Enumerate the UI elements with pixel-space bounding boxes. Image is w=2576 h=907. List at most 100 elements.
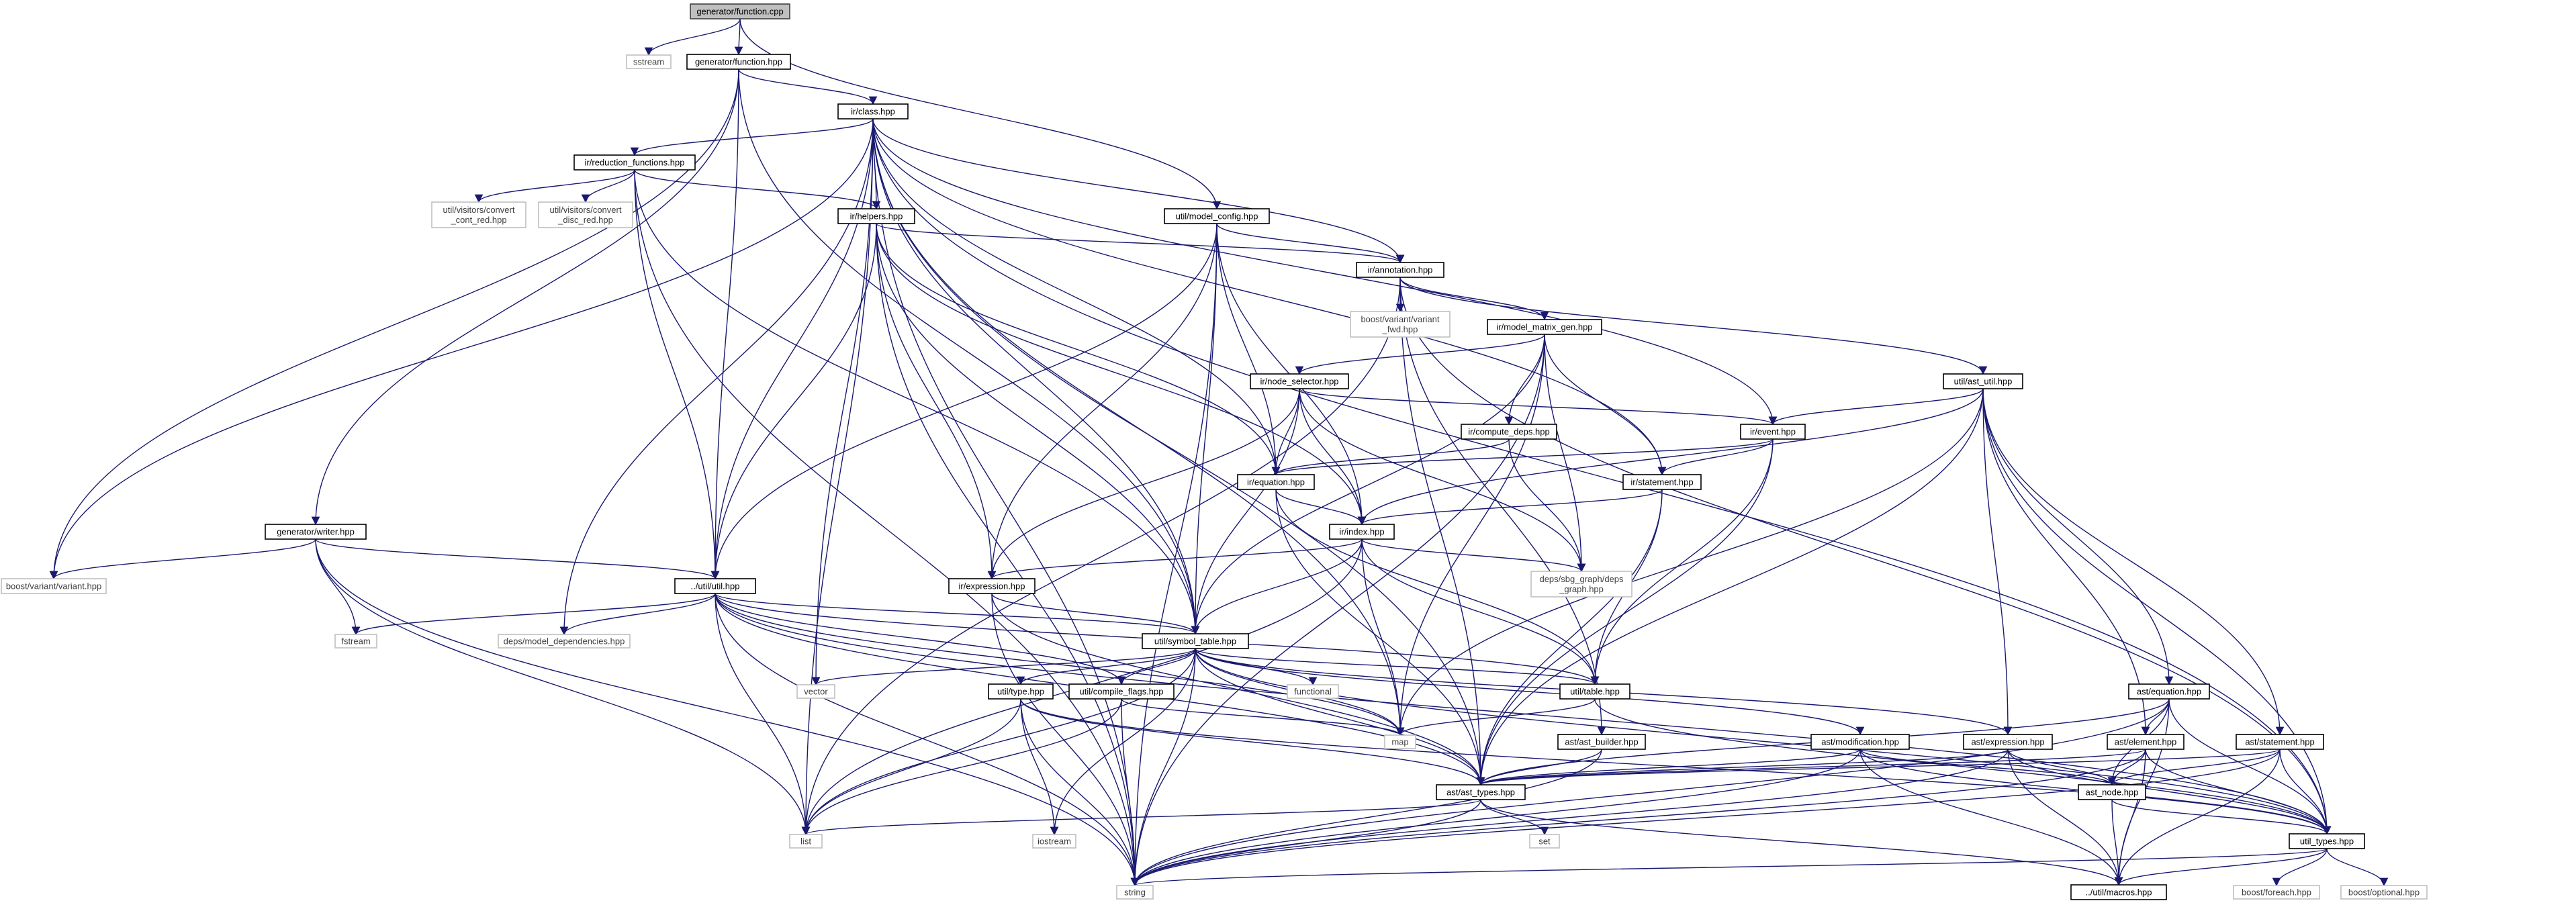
node-box-convdisc [538,201,633,228]
node-box-astelem[interactable] [2107,734,2184,750]
node-equation[interactable]: ir/equation.hpp [1237,474,1315,490]
node-box-modelcfg[interactable] [1164,208,1270,224]
edge-asttypes-to-set [1480,799,1549,836]
node-box-table[interactable] [1559,683,1630,700]
node-asttypes[interactable]: ast/ast_types.hpp [1436,784,1526,800]
edge-index-to-table [1361,538,1600,685]
node-box-event[interactable] [1740,424,1806,440]
node-helpers[interactable]: ir/helpers.hpp [837,208,915,224]
node-compflags[interactable]: util/compile_flags.hpp [1068,683,1175,700]
node-aststmt[interactable]: ast/statement.hpp [2236,734,2324,750]
node-box-astbuilder[interactable] [1557,734,1646,750]
node-box-index[interactable] [1329,524,1395,540]
node-astutil[interactable]: util/ast_util.hpp [1943,373,2023,389]
node-utiltypes[interactable]: util_types.hpp [2289,833,2365,849]
node-gfcpp[interactable]: generator/function.cpp [690,3,790,19]
node-box-irexpr[interactable] [948,578,1036,594]
node-label-asteq: ast/equation.hpp [2137,687,2201,697]
edge-symtab-to-string [1130,648,1196,887]
node-box-asttypes[interactable] [1436,784,1526,800]
edge-type-to-list [801,698,1021,836]
node-class[interactable]: ir/class.hpp [837,103,909,120]
node-utilhpp[interactable]: ../util/util.hpp [674,578,756,594]
edge-equation-to-asttypes [1275,489,1485,786]
node-modelcfg[interactable]: util/model_config.hpp [1164,208,1270,224]
node-nodesel[interactable]: ir/node_selector.hpp [1250,373,1349,389]
node-astbuilder[interactable]: ast/ast_builder.hpp [1557,734,1646,750]
node-list: list [789,834,823,849]
node-set: set [1529,834,1560,849]
edge-astmod-to-macros [1859,749,2123,886]
edge-annot-to-utiltypes [1399,277,2332,835]
node-index[interactable]: ir/index.hpp [1329,524,1395,540]
node-label-modelcfg: util/model_config.hpp [1176,211,1258,222]
node-optional: boost/optional.hpp [2340,885,2428,900]
edge-mmgen-to-symtab [1191,334,1545,635]
node-label-mmgen: ir/model_matrix_gen.hpp [1496,322,1592,332]
node-box-mmgen[interactable] [1487,319,1602,335]
node-box-annot[interactable] [1356,262,1444,278]
edge-modelcfg-to-equation [1216,223,1281,476]
node-box-iostream [1032,834,1076,849]
edge-index-to-irexpr [987,538,1363,580]
node-box-redfun[interactable] [573,154,696,171]
node-label-optional: boost/optional.hpp [2348,888,2420,898]
node-box-macros[interactable] [2070,884,2167,900]
node-box-asteq[interactable] [2128,683,2210,700]
edge-mmgen-to-depsgraph [1544,334,1586,573]
node-astnode[interactable]: ast_node.hpp [2078,784,2146,800]
node-label-astnode: ast_node.hpp [2086,787,2139,798]
node-box-astutil[interactable] [1943,373,2023,389]
node-box-variant [1,578,107,594]
node-box-gfhpp[interactable] [686,54,791,70]
edge-class-to-utilhpp [710,118,874,580]
edge-astelem-to-macros [2114,749,2146,886]
node-box-optional [2340,885,2428,900]
edge-utiltypes-to-string [1131,848,2328,887]
node-box-symtab[interactable] [1142,633,1249,649]
edge-symtab-to-utiltypes [1195,648,2332,835]
node-mmgen[interactable]: ir/model_matrix_gen.hpp [1487,319,1602,335]
node-annot[interactable]: ir/annotation.hpp [1356,262,1444,278]
node-box-aststmt[interactable] [2236,734,2324,750]
node-box-astexpr[interactable] [1963,734,2053,750]
node-box-writer[interactable] [265,524,367,540]
edge-class-to-variant [49,118,874,580]
node-box-astnode[interactable] [2078,784,2146,800]
node-box-type[interactable] [988,683,1054,700]
node-astmod[interactable]: ast/modification.hpp [1810,734,1910,750]
node-box-gfcpp[interactable] [690,3,790,19]
node-box-astmod[interactable] [1810,734,1910,750]
node-label-type: util/type.hpp [997,687,1044,697]
node-irexpr[interactable]: ir/expression.hpp [948,578,1036,594]
edge-annot-to-list [801,277,1401,836]
edge-class-to-equation [872,118,1281,476]
edge-astexpr-to-utiltypes [2007,749,2332,835]
node-gfhpp[interactable]: generator/function.hpp [686,54,791,70]
node-box-utiltypes[interactable] [2289,833,2365,849]
node-symtab[interactable]: util/symbol_table.hpp [1142,633,1249,649]
node-asteq[interactable]: ast/equation.hpp [2128,683,2210,700]
node-statement[interactable]: ir/statement.hpp [1622,474,1702,490]
node-box-equation[interactable] [1237,474,1315,490]
node-astexpr[interactable]: ast/expression.hpp [1963,734,2053,750]
node-type[interactable]: util/type.hpp [988,683,1054,700]
edge-gfcpp-to-sstream [644,18,741,56]
node-box-nodesel[interactable] [1250,373,1349,389]
node-event[interactable]: ir/event.hpp [1740,424,1806,440]
node-box-compflags[interactable] [1068,683,1175,700]
node-redfun[interactable]: ir/reduction_functions.hpp [573,154,696,171]
node-box-utilhpp[interactable] [674,578,756,594]
node-table[interactable]: util/table.hpp [1559,683,1630,700]
node-label-list: list [800,837,811,847]
node-writer[interactable]: generator/writer.hpp [265,524,367,540]
node-compdeps[interactable]: ir/compute_deps.hpp [1461,424,1557,440]
node-box-class[interactable] [837,103,909,120]
node-box-helpers[interactable] [837,208,915,224]
node-astelem[interactable]: ast/element.hpp [2107,734,2184,750]
node-box-compdeps[interactable] [1461,424,1557,440]
node-box-statement[interactable] [1622,474,1702,490]
node-macros[interactable]: ../util/macros.hpp [2070,884,2167,900]
edge-astnode-to-utiltypes [2111,799,2332,835]
edge-table-to-utiltypes [1594,698,2332,835]
